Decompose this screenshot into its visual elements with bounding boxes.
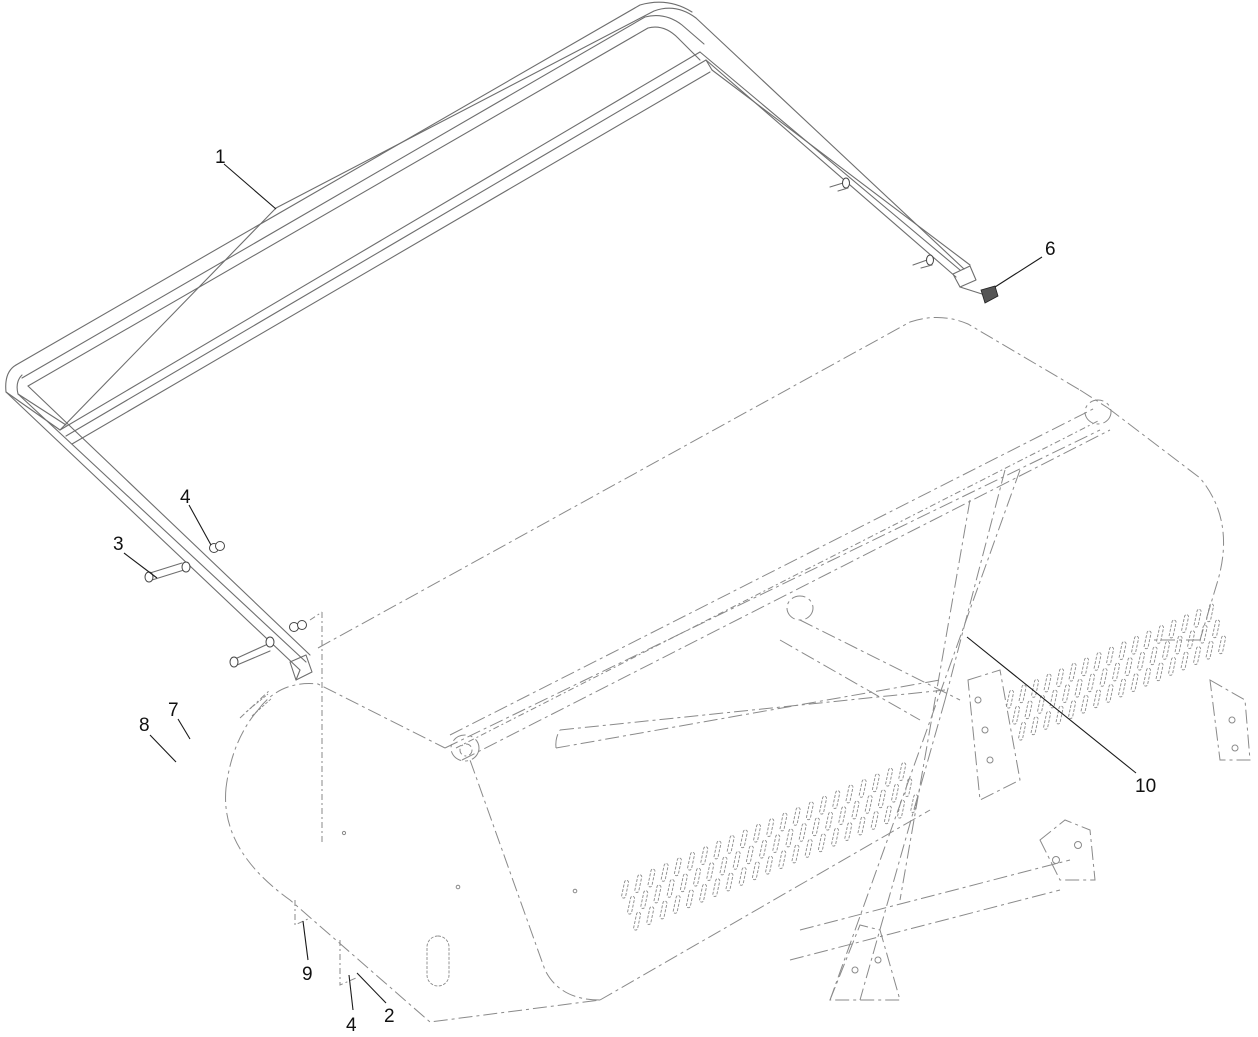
end-cap	[959, 285, 999, 304]
bolt-upper	[144, 561, 191, 583]
callout-label: 4	[346, 1015, 357, 1036]
callout-label: 4	[180, 487, 191, 508]
washers-lower	[289, 620, 307, 632]
leader-line	[348, 974, 354, 1011]
callout-bolt: 8	[139, 715, 177, 763]
callout-label: 6	[1045, 239, 1056, 260]
callouts: 1 6 4 3 78 10 9 4 2	[113, 147, 1156, 1036]
leader-line	[177, 718, 191, 740]
leader-line	[149, 734, 177, 763]
callout-label: 8	[139, 715, 150, 736]
handle-bar	[5, 1, 999, 681]
leader-line	[356, 972, 387, 1004]
callout-handle-bar: 1	[215, 147, 277, 210]
leader-line	[302, 920, 309, 961]
leader-line	[123, 552, 158, 579]
leader-line	[994, 256, 1043, 288]
roller-slots-right	[1006, 603, 1226, 741]
callout-bolt: 3	[113, 534, 158, 579]
leader-line	[188, 504, 212, 546]
pin-lower	[912, 254, 934, 269]
bolt-lower	[229, 636, 275, 668]
callout-bracket: 7	[168, 700, 191, 740]
leader-line	[223, 163, 277, 210]
callout-label: 9	[302, 964, 313, 985]
callout-frame-component: 10	[966, 636, 1156, 797]
callout-label: 1	[215, 147, 226, 168]
roller-slots-left	[621, 762, 919, 931]
callout-nut: 9	[302, 920, 313, 985]
roller-housing	[225, 317, 1224, 1023]
callout-washer: 4	[346, 974, 357, 1036]
washers-upper	[209, 541, 225, 553]
callout-end-cap: 6	[994, 239, 1056, 288]
pin-upper	[829, 177, 850, 192]
frame	[449, 399, 1251, 1001]
leader-line	[966, 636, 1137, 774]
callout-label: 3	[113, 534, 124, 555]
callout-nut: 2	[356, 972, 395, 1027]
callout-label: 10	[1135, 776, 1156, 797]
callout-washer: 4	[180, 487, 212, 546]
callout-label: 7	[168, 700, 179, 721]
callout-label: 2	[384, 1006, 395, 1027]
